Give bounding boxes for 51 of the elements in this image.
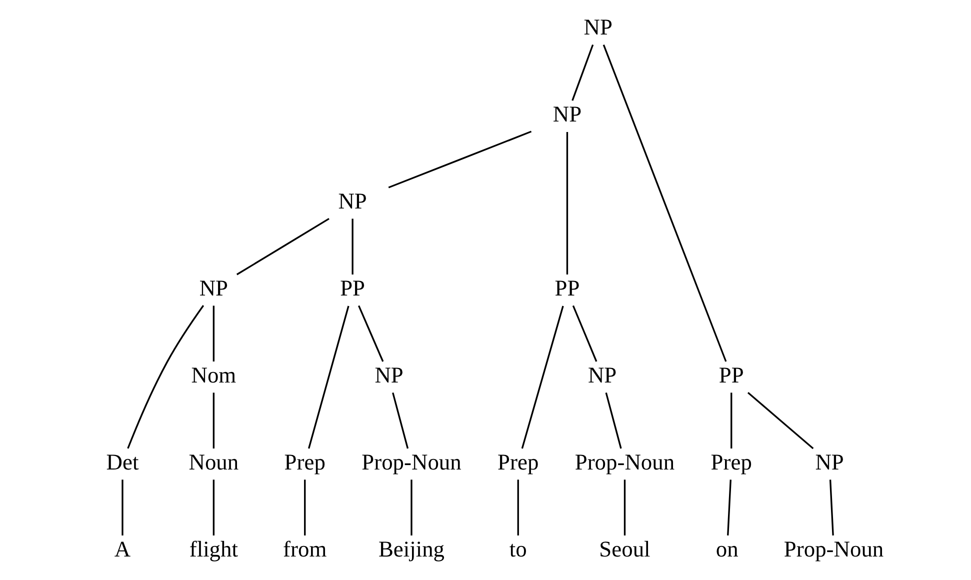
node-text: Prep	[284, 449, 326, 474]
node-text: on	[716, 536, 738, 562]
node-text: Prep	[498, 449, 539, 474]
connector	[308, 306, 350, 449]
connector	[517, 480, 519, 536]
connector	[605, 392, 622, 449]
connector	[602, 44, 727, 362]
connector	[212, 392, 215, 448]
node-text: PP	[340, 275, 366, 300]
connector	[566, 132, 568, 275]
node-text: NP	[552, 101, 582, 126]
node-text: to	[509, 536, 527, 562]
node-text: Noun	[188, 449, 239, 474]
node-text: Prop-Noun	[784, 536, 884, 562]
connector	[727, 480, 732, 536]
node-text: Beijing	[378, 536, 445, 562]
connector	[392, 392, 409, 449]
connector	[572, 44, 594, 101]
node-text: NP	[815, 449, 844, 474]
node-text: NP	[584, 14, 612, 40]
node-text: PP	[554, 275, 580, 300]
node-text: NP	[199, 275, 228, 300]
node-text: NP	[588, 362, 617, 388]
node-text: Prop-Noun	[362, 449, 462, 474]
node-text: from	[283, 536, 327, 562]
connector	[521, 306, 564, 449]
connector	[122, 480, 124, 536]
connector	[829, 480, 834, 536]
node-text: flight	[189, 536, 238, 562]
connector	[358, 305, 384, 362]
connector	[236, 218, 330, 276]
connector	[352, 218, 354, 275]
connector	[304, 480, 306, 536]
node-text: PP	[718, 362, 744, 388]
connector	[127, 304, 204, 449]
connector	[212, 480, 215, 536]
node-text: Prep	[710, 449, 752, 474]
connector	[212, 306, 215, 362]
connector	[730, 392, 732, 448]
connector	[747, 392, 814, 450]
connector	[572, 305, 598, 362]
connector	[624, 480, 626, 536]
node-text: NP	[374, 362, 404, 388]
node-text: A	[114, 536, 131, 562]
connector	[410, 480, 412, 536]
connector	[388, 130, 532, 188]
node-text: Det	[106, 449, 139, 474]
node-text: NP	[338, 188, 367, 214]
node-text: Seoul	[599, 536, 650, 562]
node-text: Nom	[191, 362, 236, 388]
node-text: Prop-Noun	[574, 449, 675, 474]
